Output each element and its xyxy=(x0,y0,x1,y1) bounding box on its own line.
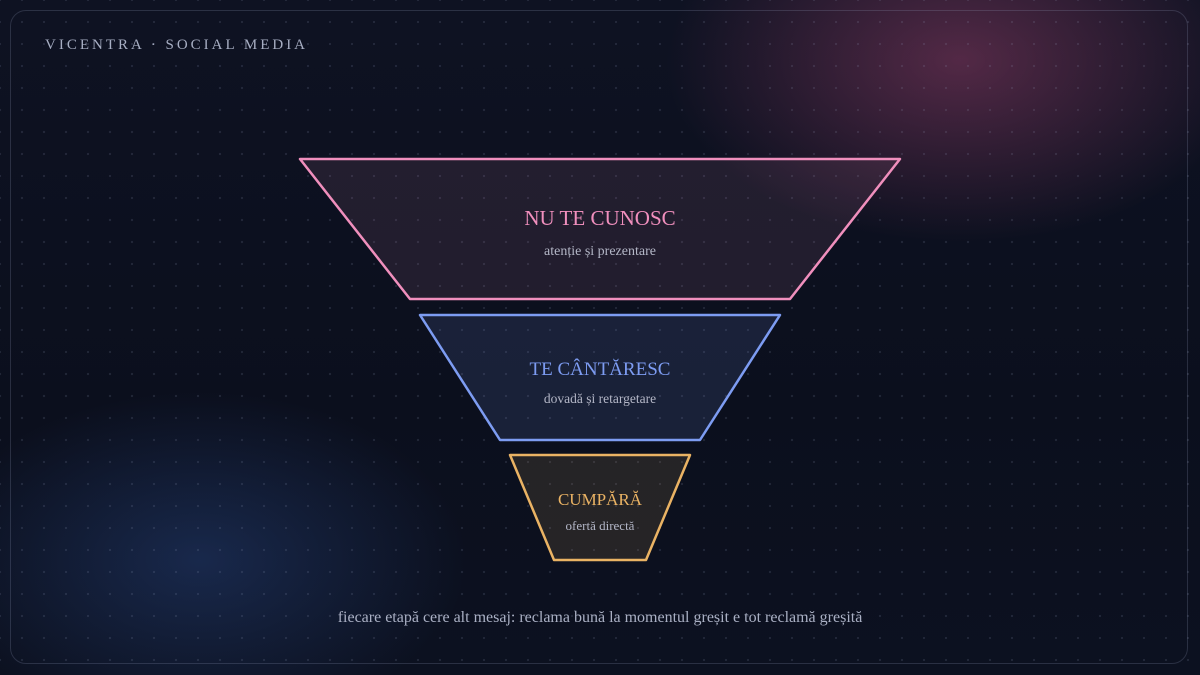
slide-frame xyxy=(10,10,1188,664)
funnel-stage-consideration-shape xyxy=(418,313,782,442)
funnel-stage-purchase-title: CUMPĂRĂ xyxy=(558,490,643,509)
funnel-stage-purchase-subtitle: ofertă directă xyxy=(566,518,635,533)
brand-label: VICENTRA · SOCIAL MEDIA xyxy=(45,37,309,53)
funnel-stage-consideration-title: TE CÂNTĂRESC xyxy=(530,358,671,380)
funnel-stage-purchase-shape xyxy=(508,453,692,562)
funnel-stage-consideration-subtitle: dovadă și retargetare xyxy=(544,391,656,406)
funnel-stage-consideration: TE CÂNTĂRESC dovadă și retargetare xyxy=(418,313,782,442)
footer-caption: fiecare etapă cere alt mesaj: reclama bu… xyxy=(337,609,863,626)
funnel-stage-awareness-title: NU TE CUNOSC xyxy=(524,206,675,230)
funnel-stage-purchase: CUMPĂRĂ ofertă directă xyxy=(508,453,692,562)
funnel-stage-awareness-subtitle: atenție și prezentare xyxy=(544,244,656,259)
funnel-stage-awareness-shape xyxy=(298,157,902,301)
funnel-stage-awareness: NU TE CUNOSC atenție și prezentare xyxy=(298,157,902,301)
